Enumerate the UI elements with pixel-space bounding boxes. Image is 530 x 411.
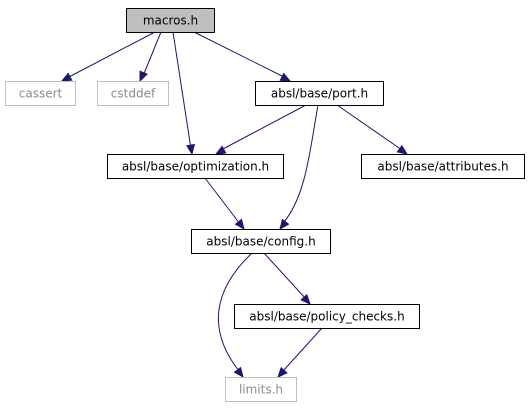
arrowhead-icon [234, 218, 245, 231]
edge-line [66, 31, 156, 79]
edges-layer [60, 31, 409, 379]
node-label: cstddef [111, 87, 156, 101]
node-box [234, 304, 420, 329]
node-label: absl/base/optimization.h [122, 160, 269, 174]
edge-line [172, 31, 192, 150]
arrowhead-icon [233, 366, 244, 379]
node-macros[interactable]: macros.h [126, 8, 215, 33]
node-label: absl/base/port.h [271, 87, 368, 101]
edge-port-to-attributes [336, 104, 409, 155]
node-config[interactable]: absl/base/config.h [191, 229, 331, 254]
edge-config-to-policy_checks [263, 252, 311, 305]
arrowhead-icon [396, 144, 409, 155]
node-box [107, 154, 284, 179]
arrowhead-icon [139, 70, 148, 83]
node-label: absl/base/attributes.h [377, 160, 508, 174]
edge-line [336, 104, 403, 151]
arrowhead-icon [214, 145, 227, 155]
node-box [191, 229, 331, 254]
node-box [5, 81, 76, 106]
edge-port-to-config [279, 104, 319, 231]
node-box [225, 377, 297, 402]
node-label: limits.h [239, 383, 283, 397]
edge-optimization-to-config [204, 177, 245, 231]
edge-line [217, 252, 253, 372]
node-attributes[interactable]: absl/base/attributes.h [361, 154, 525, 179]
edge-policy_checks-to-limits [277, 327, 323, 378]
node-box [97, 81, 169, 106]
node-box [255, 81, 384, 106]
node-policy-checks[interactable]: absl/base/policy_checks.h [234, 304, 420, 329]
arrowhead-icon [60, 72, 73, 82]
edge-line [220, 104, 307, 151]
node-cstddef: cstddef [97, 81, 169, 106]
node-box [126, 8, 215, 33]
edge-config-to-limits [217, 252, 253, 379]
arrowhead-icon [186, 143, 196, 156]
arrowhead-icon [279, 72, 292, 82]
node-label: absl/base/policy_checks.h [249, 310, 404, 324]
node-limits: limits.h [225, 377, 297, 402]
edge-line [142, 31, 162, 77]
edge-line [263, 252, 307, 300]
nodes-layer: macros.h cassert cstddef absl/base/port.h ab… [5, 8, 525, 402]
node-label: cassert [19, 87, 63, 101]
node-optimization[interactable]: absl/base/optimization.h [107, 154, 284, 179]
edge-macros-to-cstddef [139, 31, 162, 83]
edge-line [204, 177, 241, 225]
edge-line [282, 327, 323, 372]
arrowhead-icon [300, 293, 311, 305]
node-label: macros.h [143, 14, 198, 28]
arrowhead-icon [277, 366, 288, 378]
edge-line [283, 104, 319, 223]
node-cassert: cassert [5, 81, 76, 106]
edge-macros-to-optimization [172, 31, 196, 156]
edge-macros-to-cassert [60, 31, 156, 82]
edge-line [193, 31, 285, 78]
node-port[interactable]: absl/base/port.h [255, 81, 384, 106]
node-label: absl/base/config.h [206, 235, 315, 249]
node-box [361, 154, 525, 179]
edge-port-to-optimization [214, 104, 307, 155]
edge-macros-to-port [193, 31, 292, 82]
arrowhead-icon [279, 218, 290, 231]
